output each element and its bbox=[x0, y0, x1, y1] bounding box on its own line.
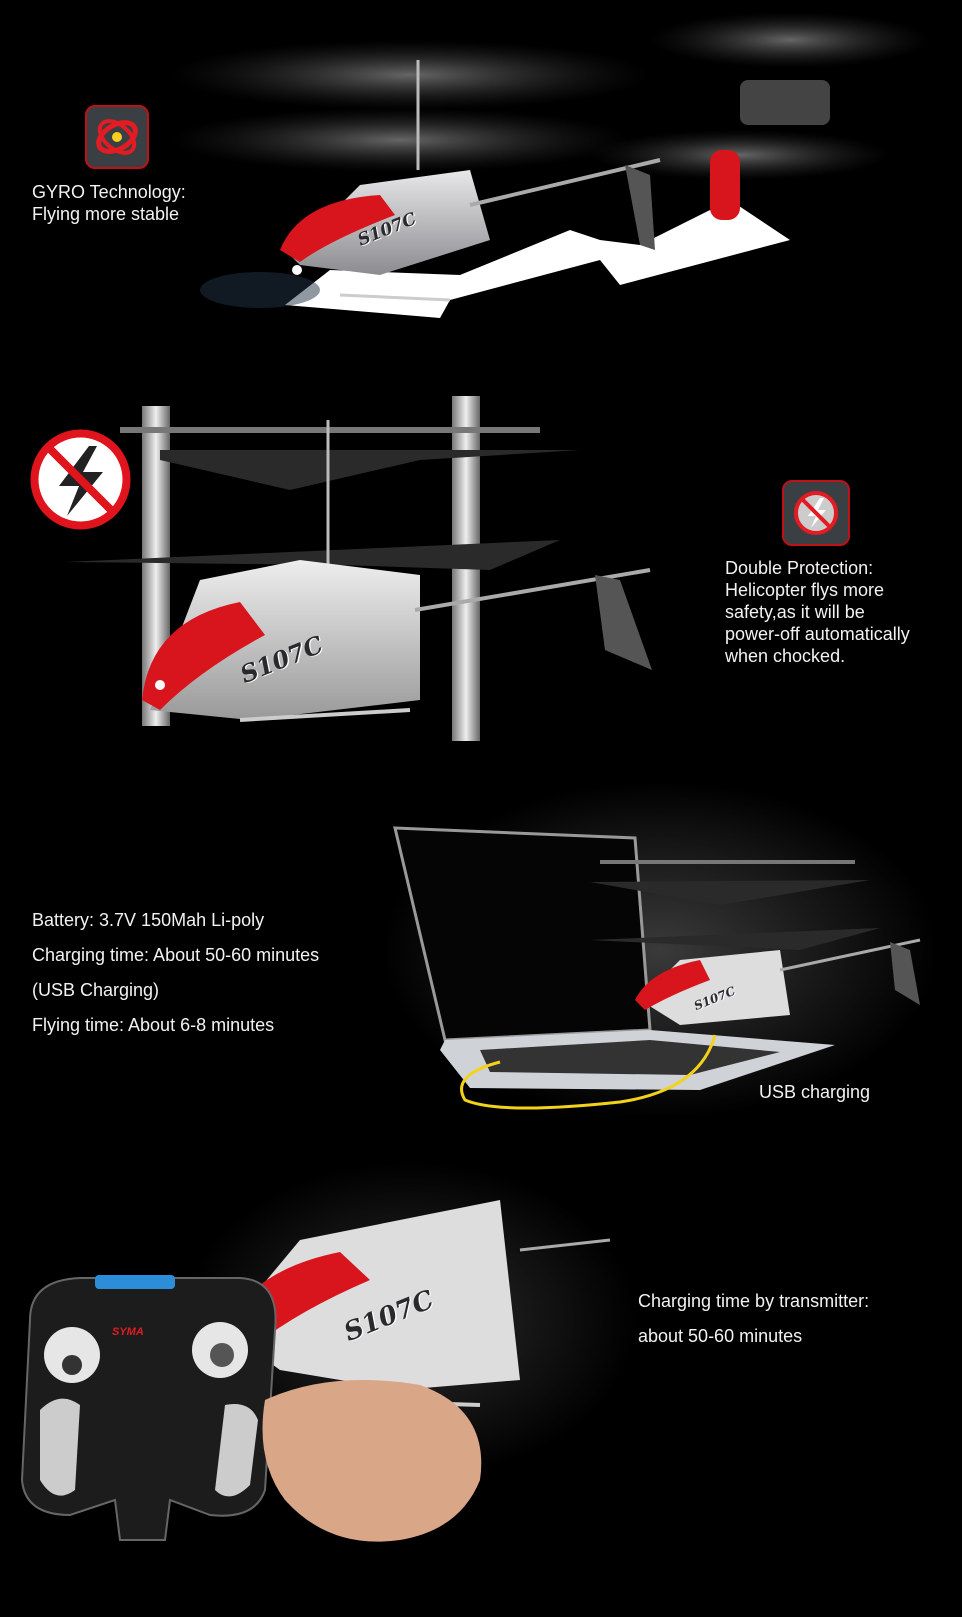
brand-logo: SYMA bbox=[112, 1326, 144, 1338]
usb-charging-label: USB charging bbox=[759, 1082, 871, 1102]
transmitter-charging-info: Charging time by transmitter: about 50-6… bbox=[638, 1284, 869, 1354]
battery-spec-line: Flying time: About 6-8 minutes bbox=[32, 1015, 275, 1035]
gyro-description: GYRO Technology: Flying more stable bbox=[32, 181, 186, 225]
helicopter-flying-image bbox=[170, 12, 930, 318]
gyro-section: S107C GYRO Technology: Flying more stabl… bbox=[0, 0, 962, 340]
gyro-icon bbox=[85, 105, 149, 169]
transmitter-line: Charging time by transmitter: bbox=[638, 1291, 870, 1311]
gyro-subtitle: Flying more stable bbox=[32, 204, 180, 224]
battery-spec-line: (USB Charging) bbox=[32, 980, 160, 1000]
gyro-title: GYRO Technology: bbox=[32, 182, 186, 202]
protection-line: Helicopter flys more bbox=[725, 580, 885, 600]
laptop-usb-charging-image bbox=[393, 826, 921, 1110]
battery-spec-line: Battery: 3.7V 150Mah Li-poly bbox=[32, 910, 265, 930]
protection-line: safety,as it will be bbox=[725, 602, 865, 622]
battery-section: S107C Battery: 3.7V 150Mah Li-poly Charg… bbox=[0, 780, 962, 1140]
battery-specs: Battery: 3.7V 150Mah Li-poly Charging ti… bbox=[32, 903, 319, 1043]
protection-line: when chocked. bbox=[725, 646, 846, 666]
battery-spec-line: Charging time: About 50-60 minutes bbox=[32, 945, 320, 965]
protection-description: Double Protection: Helicopter flys more … bbox=[725, 557, 910, 667]
protection-line: power-off automatically bbox=[725, 624, 910, 644]
helicopter-poles-image bbox=[65, 396, 652, 741]
no-lightning-sign-icon bbox=[29, 428, 132, 531]
transmitter-section: S107C SYMA Charging time by transmitter:… bbox=[0, 1160, 962, 1617]
transmitter-charging-image bbox=[20, 1200, 611, 1542]
protection-section: S107C Double Protection: Helicopter flys… bbox=[0, 380, 962, 760]
transmitter-line: about 50-60 minutes bbox=[638, 1326, 803, 1346]
protection-title: Double Protection: bbox=[725, 558, 874, 578]
no-lightning-icon bbox=[782, 480, 850, 546]
